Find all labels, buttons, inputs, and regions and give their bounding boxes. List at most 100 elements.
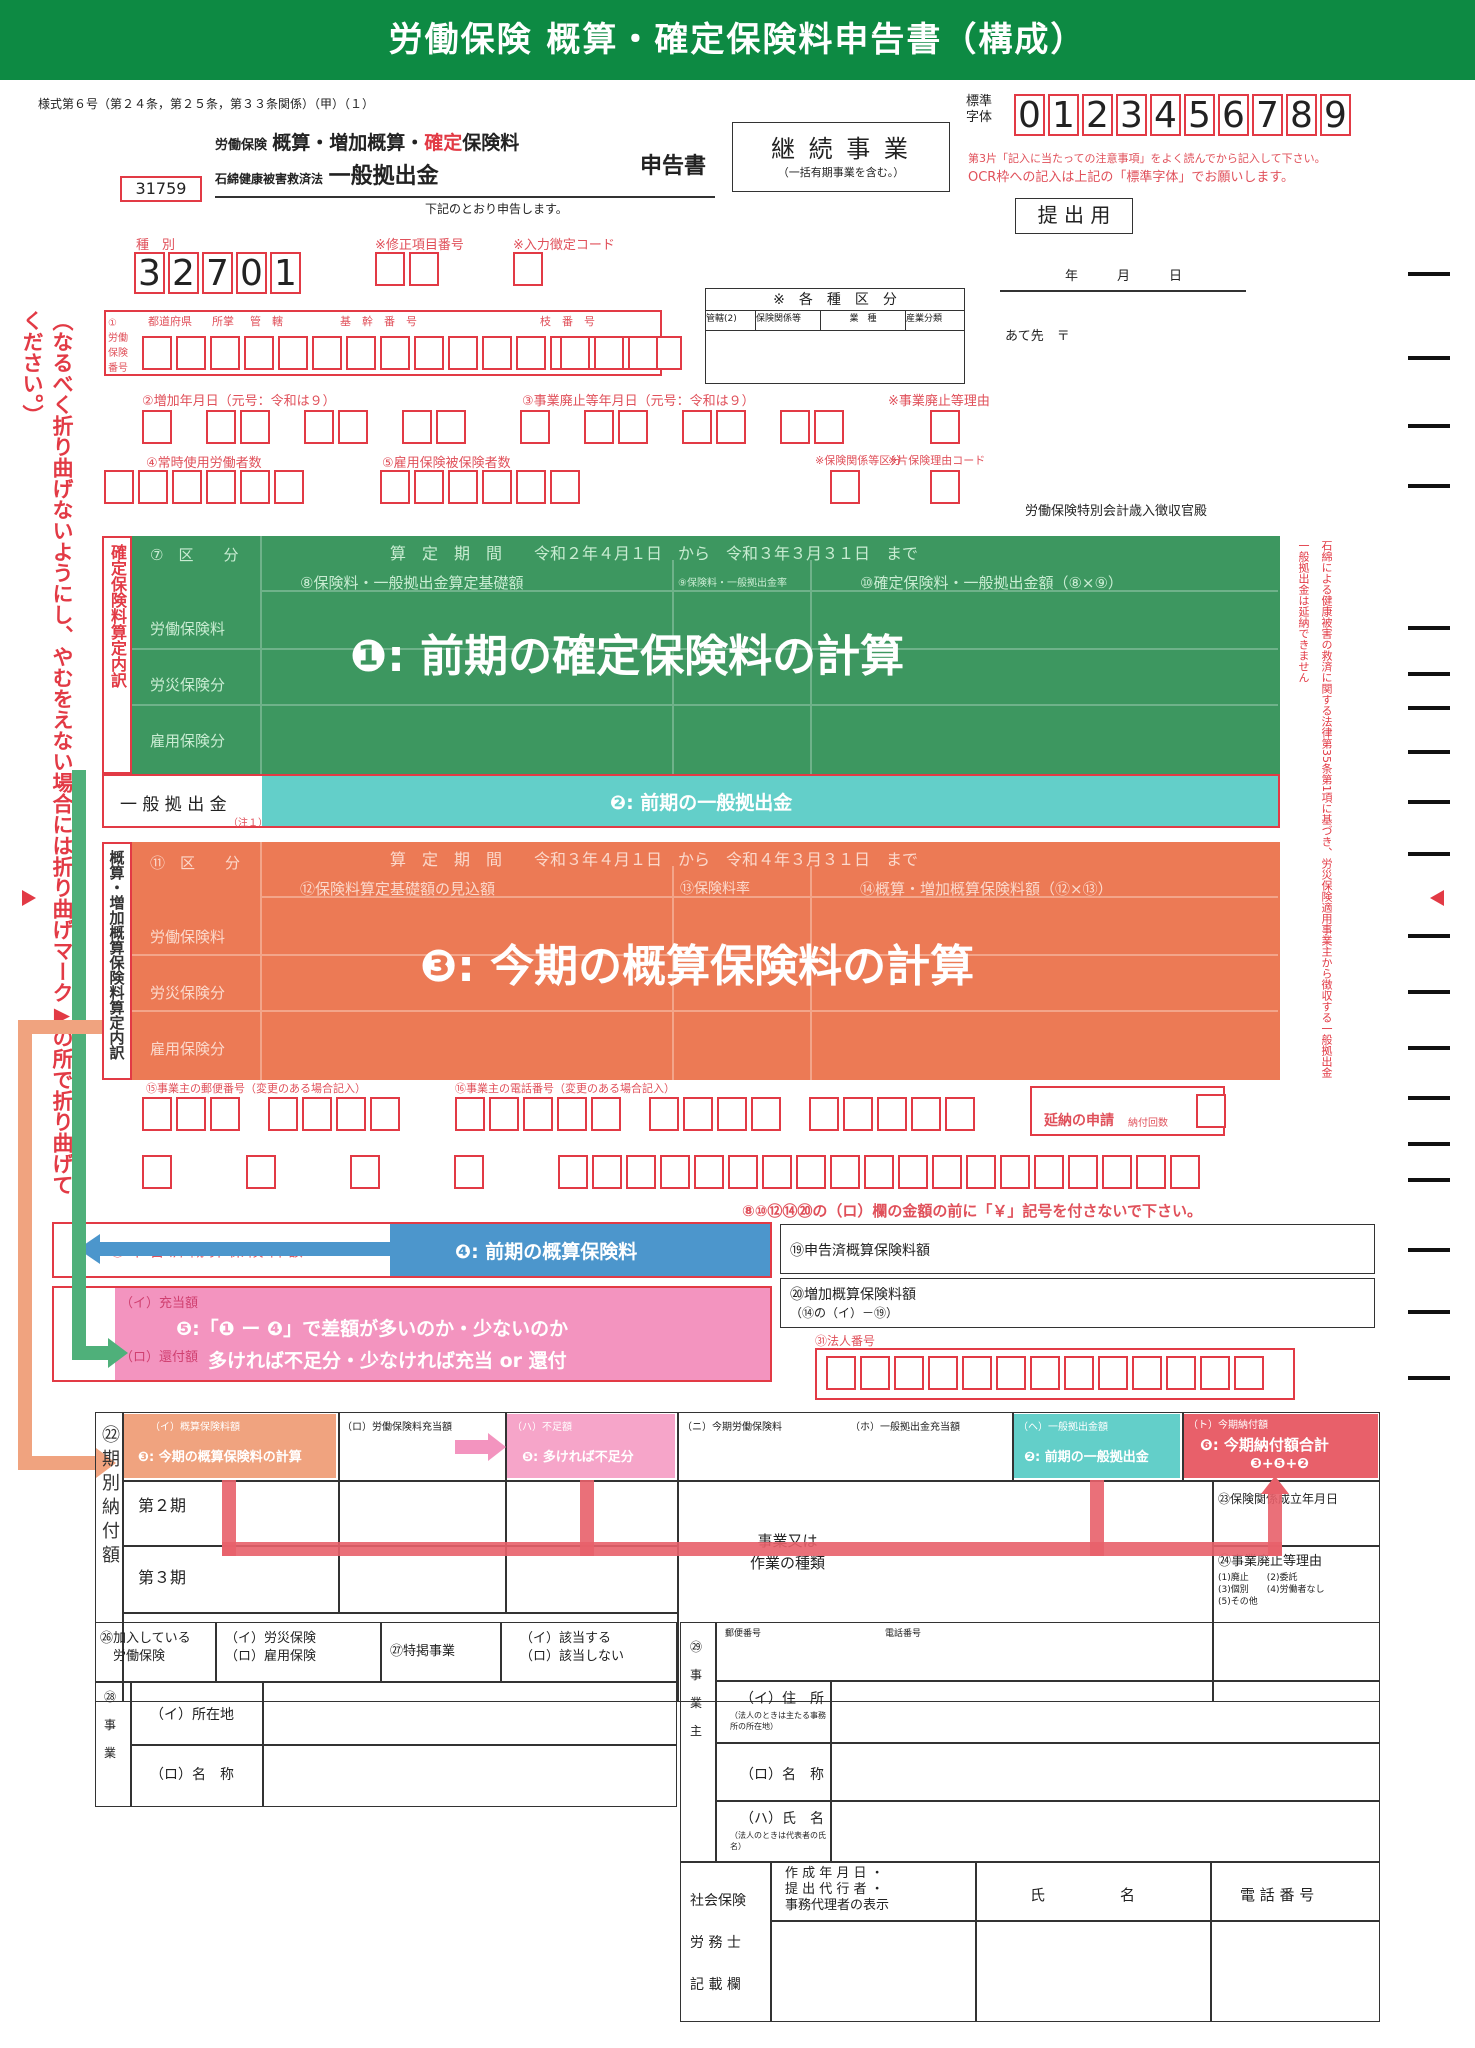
installment-col-f-label: （ヘ）一般拠出金額 <box>1018 1422 1108 1433</box>
various-box: ※ 各 種 区 分 管轄(2) 保険関係等 業 種 産業分類 <box>705 288 965 384</box>
abolish-reasons-list: (1)廃止 (2)委託 (3)個別 (4)労働者なし (5)その他 <box>1218 1573 1325 1607</box>
section1-side-text: 確定保険料算定内訳 <box>108 544 127 688</box>
special-label: ㉗特掲事業 <box>390 1644 456 1659</box>
correction-cells[interactable] <box>375 252 439 286</box>
post-code-label: ⑮事業主の郵便番号（変更のある場合記入） <box>146 1082 366 1095</box>
abolish-date-cells[interactable] <box>520 410 844 444</box>
installment-period2: 第２期 <box>138 1496 187 1515</box>
various-col: 保険関係等 <box>756 311 821 330</box>
margin-tick <box>1408 990 1450 994</box>
section1-col10: ⑩確定保険料・一般拠出金額（⑧×⑨） <box>860 574 1123 592</box>
insurance-rel-cell[interactable] <box>830 470 860 504</box>
phone-label: ⑯事業主の電話番号（変更のある場合記入） <box>455 1082 675 1095</box>
green-arrow-head <box>108 1338 128 1368</box>
pink-path-middle <box>580 1480 594 1556</box>
section1-side: 確定保険料算定内訳 <box>102 536 132 774</box>
section1-period: 算 定 期 間 令和２年４月１日 から 令和３年３月３１日 まで <box>390 544 919 563</box>
increase-date-cells[interactable] <box>142 410 466 444</box>
various-col: 管轄(2) <box>706 311 756 330</box>
margin-tick <box>1408 356 1450 360</box>
owner-name-label: （ロ）名 称 <box>740 1767 824 1783</box>
sharoushi-box <box>680 1862 1380 2022</box>
sharoushi-name: 氏 名 <box>1030 1886 1136 1904</box>
fold-note: （なるべく折り曲げないようにし、やむをえない場合には折り曲げマーク▶の所で折り曲… <box>20 310 74 1195</box>
section1-row-labor: 労働保険料 <box>150 620 226 638</box>
base-number-label: 基 幹 番 号 <box>340 315 417 328</box>
workers-cells[interactable] <box>104 470 304 504</box>
section1-col7: ⑦ 区 分 <box>150 546 239 564</box>
section2-orange <box>102 842 1280 1080</box>
employment-insured-cells[interactable] <box>380 470 580 504</box>
margin-tick <box>1408 424 1450 428</box>
label-6-sum: ❸+❺+❷ <box>1250 1456 1310 1472</box>
section2-row-employment: 雇用保険分 <box>150 1040 226 1058</box>
margin-tick <box>1408 626 1450 630</box>
pink-path-arrow-head <box>1261 1476 1289 1494</box>
margin-tick <box>1408 1248 1450 1252</box>
orange-arrow-bottom <box>18 1456 98 1470</box>
title-part-f: 一般拠出金 <box>328 164 439 189</box>
section1-green <box>102 536 1280 774</box>
section2-col14: ⑭概算・増加概算保険料額（⑫×⑬） <box>860 880 1113 898</box>
margin-tick <box>1408 1178 1450 1182</box>
employment-insured-label: ⑤雇用保険被保険者数 <box>382 456 511 471</box>
business-name-label: （ロ）名 称 <box>150 1767 234 1783</box>
addressee-label: あて先 〒 <box>1005 329 1070 344</box>
refund-label: （ロ）還付額 <box>120 1350 199 1365</box>
section2-side: 概算・増加概算保険料算定内訳 <box>102 842 132 1080</box>
std-digit: 2 <box>1082 94 1113 136</box>
std-digit: 4 <box>1150 94 1181 136</box>
type-digit: 2 <box>168 252 199 294</box>
abolish-reason-cell[interactable] <box>930 410 960 444</box>
installment-col-g <box>1184 1414 1378 1478</box>
installment-col-a-label: （イ）概算保険料額 <box>150 1422 240 1433</box>
delay-cell[interactable] <box>1196 1094 1226 1128</box>
prefecture-label: 都道府県 <box>148 315 192 328</box>
label-5-line1: ❺:「❶ ー ❹」で差額が多いのか・少ないのか <box>176 1318 569 1340</box>
enrolled-box <box>95 1622 677 1682</box>
section1-col9: ⑨保険料・一般拠出金率 <box>678 578 787 589</box>
continuing-box: 継 続 事 業 （一括有期事業を含む。） <box>732 122 950 192</box>
orange-arrow-head <box>96 1448 116 1478</box>
post-code-cells[interactable] <box>142 1097 400 1131</box>
obligation-cell[interactable] <box>930 470 960 504</box>
owner-tel-label: 電話番号 <box>885 1629 922 1639</box>
form-title-line1: 労働保険 概算・増加概算・確定保険料 <box>215 128 519 155</box>
labor-insurance-no-label: ① 労働保険番号 <box>108 318 128 374</box>
margin-tick <box>1408 1142 1450 1146</box>
corp-no-cells[interactable] <box>826 1356 1264 1390</box>
fold-mark-left <box>22 890 36 906</box>
input-code-cell[interactable] <box>513 252 543 286</box>
orange-arrow-shaft <box>18 1020 32 1470</box>
std-digit: 8 <box>1286 94 1317 136</box>
owner-person-note: （法人のときは代表者の氏名） <box>730 1831 826 1851</box>
continuing-label: 継 続 事 業 <box>771 135 911 163</box>
special-options: （イ）該当する （ロ）該当しない <box>520 1631 625 1664</box>
branch-number-label: 枝 番 号 <box>540 315 595 328</box>
increase-date-label: ②増加年月日（元号：令和は９） <box>142 394 336 409</box>
installment-col-d-label: （ニ）今期労働保険料 <box>682 1422 782 1433</box>
margin-tick <box>1408 1046 1450 1050</box>
installment-col-b-label: （ロ）労働保険料充当額 <box>342 1422 452 1433</box>
fold-mark-right <box>1430 890 1444 906</box>
branch-number-cells[interactable] <box>560 336 658 370</box>
section2-col13: ⑬保険料率 <box>680 881 750 897</box>
sharoushi-tel: 電 話 番 号 <box>1240 1886 1315 1904</box>
installment-col-e-label: （ホ）一般拠出金充当額 <box>850 1422 960 1433</box>
section2-side-text: 概算・増加概算保険料算定内訳 <box>107 850 126 1060</box>
pink-small-arrow-head <box>488 1433 506 1461</box>
date-label: 年 月 日 <box>1065 269 1183 284</box>
installments-side: ㉒期別納付額 <box>99 1425 120 1569</box>
std-digit: 0 <box>1014 94 1045 136</box>
type-digit: 7 <box>202 252 233 294</box>
margin-tick <box>1408 750 1450 754</box>
increase-right-label: ⑳増加概算保険料額 <box>790 1287 916 1303</box>
type-label: 種 別 <box>136 238 176 253</box>
orange-arrow-top <box>18 1020 102 1034</box>
margin-tick <box>1408 800 1450 804</box>
owner-side: ㉙ 事 業 主 <box>690 1640 703 1738</box>
section2-overlay-label: ❸: 今期の概算保険料の計算 <box>420 941 975 992</box>
misc-code-cells[interactable] <box>142 1155 1200 1189</box>
green-arrow-horizontal <box>72 1346 112 1360</box>
phone-cells[interactable] <box>455 1097 975 1131</box>
